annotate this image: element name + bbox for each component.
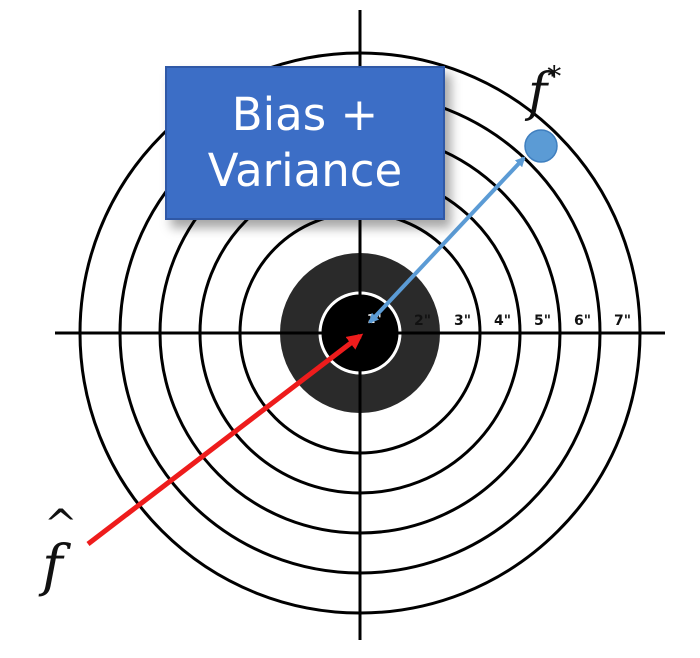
- variance-arrow: [368, 156, 526, 324]
- target-point: [524, 129, 558, 163]
- ring-label-2: 2": [414, 313, 431, 329]
- estimate-label-hat: ^: [44, 502, 78, 548]
- bias-arrow: [86, 333, 364, 546]
- bias-variance-callout: Bias + Variance: [165, 66, 445, 220]
- callout-line-1: Bias +: [231, 88, 379, 141]
- ring-label-3: 3": [454, 313, 471, 329]
- ring-label-4: 4": [494, 313, 511, 329]
- callout-line-2: Variance: [207, 144, 403, 197]
- target-label: f*: [524, 60, 561, 123]
- ring-label-5: 5": [534, 313, 551, 329]
- ring-label-7: 7": [614, 313, 631, 329]
- ring-label-6: 6": [574, 313, 591, 329]
- target-label-superscript: *: [547, 60, 561, 93]
